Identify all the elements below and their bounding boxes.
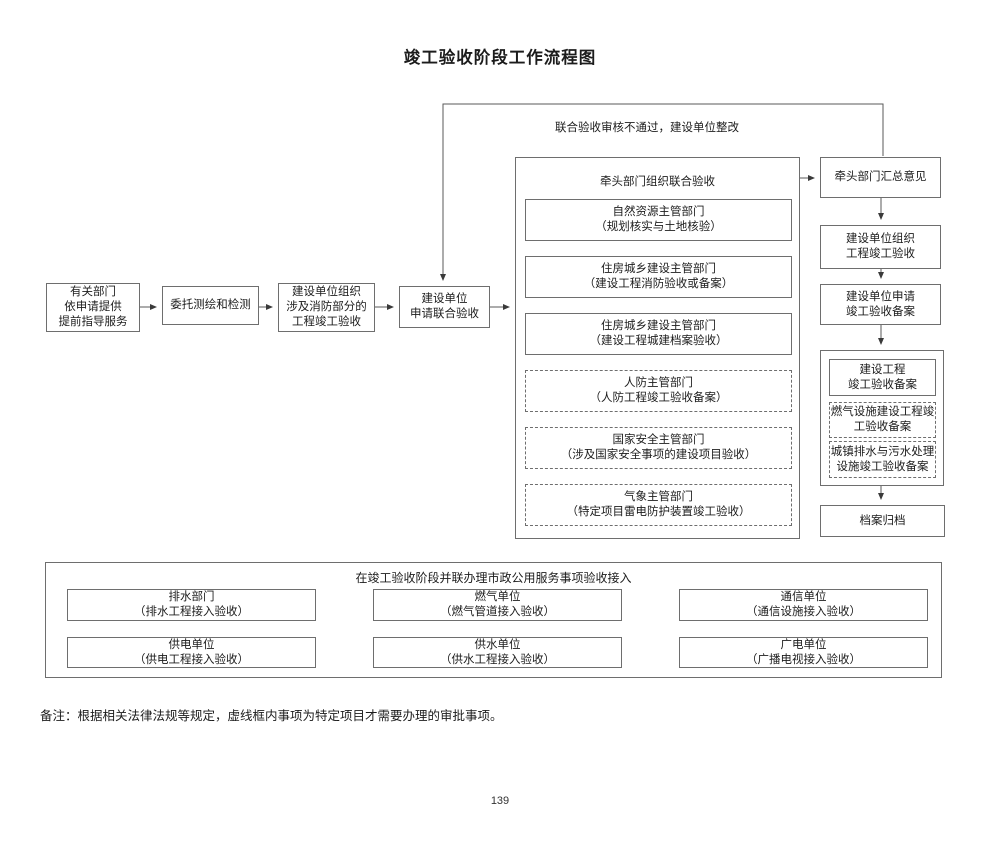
box-lead-dept-summary: 牵头部门汇总意见 — [820, 157, 941, 198]
box-national-security: 国家安全主管部门 （涉及国家安全事项的建设项目验收） — [525, 427, 792, 469]
parallel-section-title: 在竣工验收阶段并联办理市政公用服务事项验收接入 — [355, 571, 632, 585]
box-gas-unit: 燃气单位 （燃气管道接入验收） — [373, 589, 622, 621]
joint-acceptance-container: 牵头部门组织联合验收 自然资源主管部门 （规划核实与土地核验） 住房城乡建设主管… — [515, 157, 800, 539]
box-natural-resources: 自然资源主管部门 （规划核实与土地核验） — [525, 199, 792, 241]
page-title: 竣工验收阶段工作流程图 — [403, 49, 597, 67]
box-housing-archives: 住房城乡建设主管部门 （建设工程城建档案验收） — [525, 313, 792, 355]
box-fire-acceptance: 建设单位组织 涉及消防部分的 工程竣工验收 — [278, 283, 375, 332]
box-filing-main: 建设工程 竣工验收备案 — [829, 359, 936, 396]
box-drainage-dept: 排水部门 （排水工程接入验收） — [67, 589, 316, 621]
filing-group: 建设工程 竣工验收备案 燃气设施建设工程竣 工验收备案 城镇排水与污水处理 设施… — [820, 350, 944, 486]
box-filing-gas: 燃气设施建设工程竣 工验收备案 — [829, 402, 936, 438]
box-meteorology: 气象主管部门 （特定项目雷电防护装置竣工验收） — [525, 484, 792, 526]
footnote: 备注：根据相关法律法规等规定，虚线框内事项为特定项目才需要办理的审批事项。 — [40, 709, 503, 723]
box-apply-joint-acceptance: 建设单位 申请联合验收 — [399, 286, 490, 328]
box-broadcast-unit: 广电单位 （广播电视接入验收） — [679, 637, 928, 668]
box-civil-defense: 人防主管部门 （人防工程竣工验收备案） — [525, 370, 792, 412]
box-survey-testing: 委托测绘和检测 — [162, 286, 259, 325]
joint-acceptance-header: 牵头部门组织联合验收 — [600, 176, 715, 188]
box-power-unit: 供电单位 （供电工程接入验收） — [67, 637, 316, 668]
feedback-label: 联合验收审核不通过，建设单位整改 — [555, 122, 739, 134]
box-telecom-unit: 通信单位 （通信设施接入验收） — [679, 589, 928, 621]
box-org-completion-acceptance: 建设单位组织 工程竣工验收 — [820, 225, 941, 269]
box-water-unit: 供水单位 （供水工程接入验收） — [373, 637, 622, 668]
box-guidance-service: 有关部门 依申请提供 提前指导服务 — [46, 283, 140, 332]
box-housing-fire: 住房城乡建设主管部门 （建设工程消防验收或备案） — [525, 256, 792, 298]
parallel-services-section: 在竣工验收阶段并联办理市政公用服务事项验收接入 排水部门 （排水工程接入验收） … — [45, 562, 942, 678]
box-apply-filing: 建设单位申请 竣工验收备案 — [820, 284, 941, 325]
page-number: 139 — [490, 795, 510, 807]
box-filing-drainage: 城镇排水与污水处理 设施竣工验收备案 — [829, 441, 936, 478]
box-archive: 档案归档 — [820, 505, 945, 537]
